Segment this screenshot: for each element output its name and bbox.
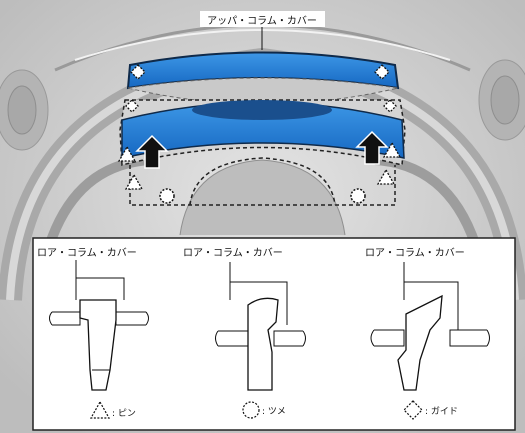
- up-arrow-icon: [135, 130, 389, 169]
- lower-cover-label-2: ロア・コラム・カバー: [183, 247, 283, 259]
- lower-column-cover: [119, 99, 406, 206]
- legend-pin-text: : ピン: [112, 408, 136, 419]
- legend-claw-icon: [242, 401, 260, 419]
- claw-circle-icon: [159, 188, 366, 204]
- legend: : ピン : ツメ : ガイド: [89, 400, 458, 420]
- upper-column-cover: [126, 51, 400, 105]
- detail-pin: ロア・コラム・カバー: [37, 247, 149, 391]
- legend-guide-icon: [403, 400, 423, 420]
- guide-diamond-icon: [125, 64, 397, 113]
- lower-cover-label-3: ロア・コラム・カバー: [365, 247, 465, 259]
- upper-cover-callout: アッパ・コラム・カバー: [200, 11, 325, 50]
- legend-pin-icon: [89, 400, 111, 419]
- detail-guide: ロア・コラム・カバー: [365, 247, 490, 391]
- legend-claw-text: : ツメ: [262, 407, 286, 417]
- legend-guide-text: : ガイド: [425, 406, 458, 417]
- pin-triangle-icon: [117, 141, 402, 190]
- detail-claw: ロア・コラム・カバー: [183, 247, 306, 391]
- lower-cover-label-1: ロア・コラム・カバー: [37, 247, 137, 259]
- detail-panel: ロア・コラム・カバー ロア・コラム・カバー ロア・コラム・カバー: [32, 237, 516, 431]
- upper-cover-label: アッパ・コラム・カバー: [207, 15, 317, 27]
